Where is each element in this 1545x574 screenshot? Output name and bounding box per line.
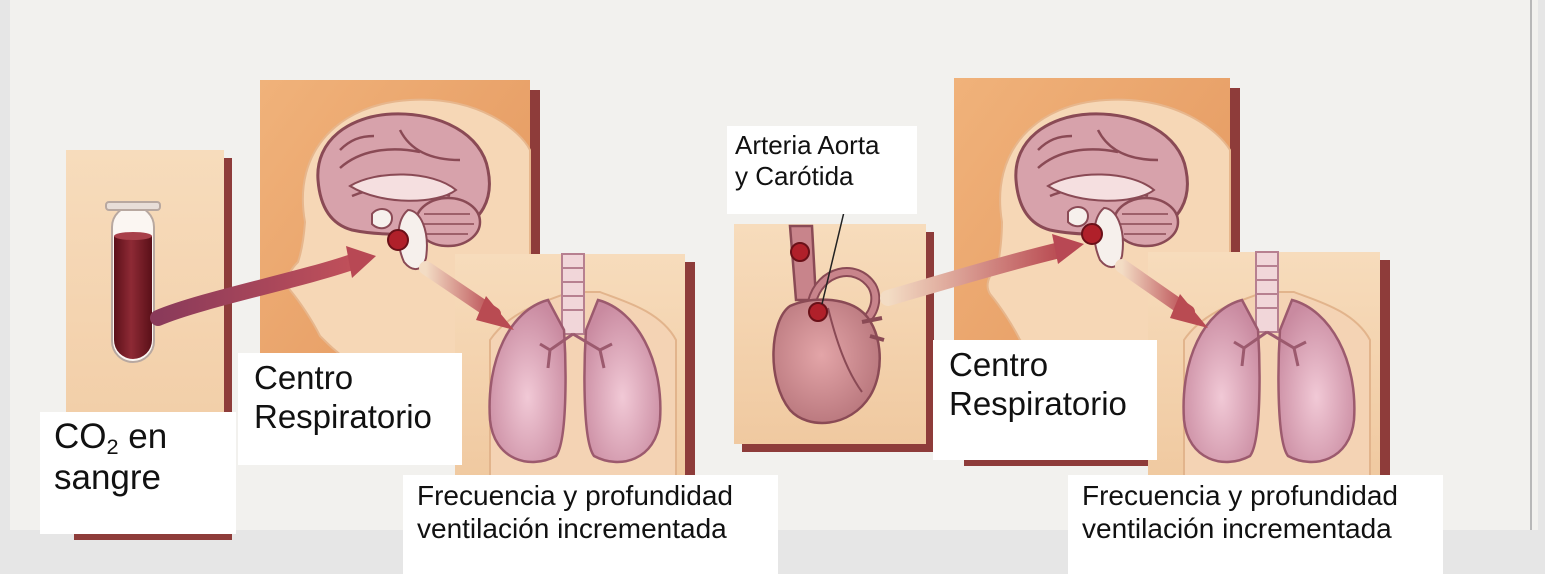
- respiratory-center-label-left: Centro Respiratorio: [238, 353, 462, 465]
- carotid-receptor-dot: [791, 243, 809, 261]
- lungs-panel-right: [1148, 252, 1390, 488]
- aortic-receptor-dot: [809, 303, 827, 321]
- respiratory-center-label-right: Centro Respiratorio: [933, 340, 1157, 460]
- lungs-panel-left: [455, 254, 695, 487]
- aorta-carotid-label: Arteria Aorta y Carótida: [727, 126, 917, 214]
- heart-panel: [734, 212, 934, 452]
- ventilation-label-left: Frecuencia y profundidad ventilación inc…: [403, 475, 778, 574]
- respiratory-center-dot: [388, 230, 408, 250]
- ventilation-label-right: Frecuencia y profundidad ventilación inc…: [1068, 475, 1443, 574]
- co2-blood-label: CO2 en sangre: [40, 412, 236, 534]
- respiratory-center-dot: [1082, 224, 1102, 244]
- test-tube-icon: [106, 202, 160, 362]
